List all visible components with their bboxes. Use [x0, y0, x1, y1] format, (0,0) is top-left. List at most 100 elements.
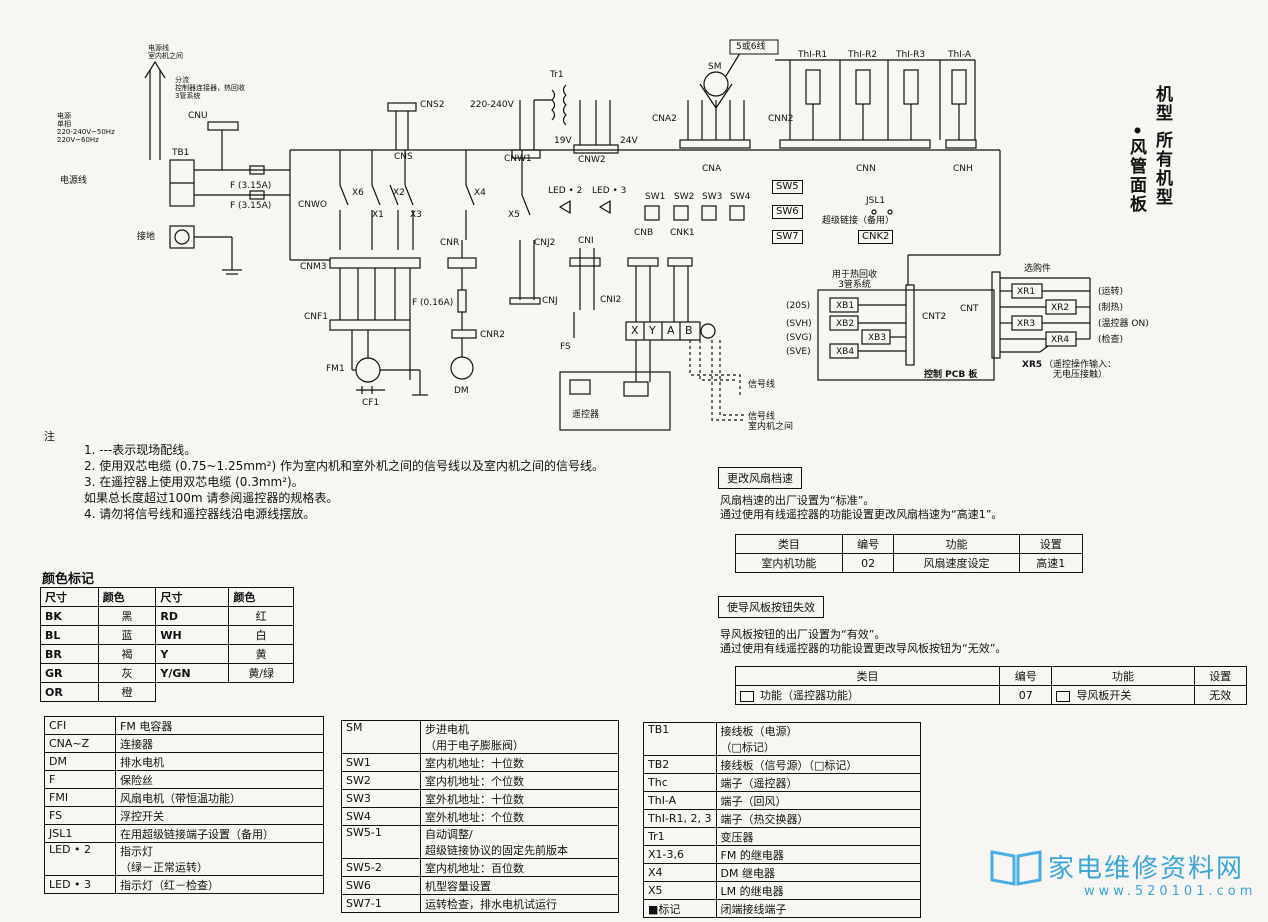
- relay-x3: X3: [410, 210, 422, 220]
- lead-count-label: 5或6线: [736, 42, 766, 52]
- code-cell: LED • 2: [44, 842, 116, 876]
- fuse-3: F (0.16A): [412, 298, 454, 308]
- color-cell: 红: [228, 606, 294, 626]
- connector-cnk2: CNK2: [858, 230, 894, 244]
- sw6-box: SW6: [772, 205, 803, 219]
- xr3-note: (温控器 ON): [1098, 319, 1149, 329]
- fan-motor-label: FM1: [326, 364, 345, 374]
- connector-cnj2: CNJ2: [534, 238, 556, 248]
- thermistor-a: ThI-A: [948, 50, 972, 60]
- louver-line1: 导风板按钮的出厂设置为“有效”。: [720, 628, 886, 641]
- desc-cell: 室内机地址：十位数: [420, 753, 619, 772]
- optional-label: 选购件: [1024, 264, 1052, 274]
- desc-cell: 连接器: [115, 734, 324, 753]
- header-cell: 类目: [735, 534, 843, 554]
- pcb-label: 控制 PCB 板: [924, 370, 978, 380]
- color-cell: 橙: [97, 682, 157, 702]
- note-item: 2. 使用双芯电缆 (0.75~1.25mm²) 作为室内机和室外机之间的信号线…: [84, 459, 604, 473]
- code-cell: BK: [40, 606, 99, 626]
- connector-tb1: TB1: [172, 148, 190, 158]
- desc-cell: FM 电容器: [115, 716, 324, 735]
- connector-cna2: CNA2: [652, 114, 677, 124]
- xb1-note: (20S): [786, 301, 811, 311]
- code-cell: SW4: [341, 807, 421, 826]
- desc-cell: 指示灯 （绿－正常运转）: [115, 842, 324, 876]
- footer-url: www.520101.com: [1084, 884, 1257, 899]
- voltage-label: 220-240V: [470, 100, 514, 110]
- xb2: XB2: [836, 319, 855, 329]
- xr5-note: （遥控操作输入： 无电压接触）: [1044, 360, 1117, 380]
- color-cell: 黑: [97, 606, 157, 626]
- code-cell: SW3: [341, 789, 421, 808]
- desc-cell: 运转检查，排水电机试运行: [420, 894, 619, 913]
- v19-label: 19V: [554, 136, 572, 146]
- sw3-label: SW3: [702, 192, 723, 202]
- desc-cell: 接线板（电源） （□标记）: [715, 722, 922, 756]
- desc-cell: 排水电机: [115, 752, 324, 771]
- code-cell: RD: [155, 606, 230, 626]
- connector-cnf1: CNF1: [304, 312, 328, 322]
- table-row: 室内机功能 02 风扇速度设定 高速1: [735, 553, 1084, 573]
- color-cell: 白: [228, 625, 294, 645]
- header-cell: 编号: [998, 666, 1053, 686]
- relay-x4: X4: [474, 188, 486, 198]
- cell: 07: [998, 685, 1053, 705]
- connector-cnm3: CNM3: [300, 262, 327, 272]
- table-row: ■标记闭端接线端子: [643, 899, 922, 918]
- xr4-note: (检查): [1098, 335, 1124, 345]
- connector-cnw2: CNW2: [578, 155, 606, 165]
- xr1-note: (运转): [1098, 287, 1124, 297]
- signal-line-indoor-label: 信号线 室内机之间: [748, 412, 794, 432]
- notes-heading: 注: [44, 430, 55, 443]
- jsl1-note: 超级链接（备用）: [822, 216, 895, 226]
- power-spec-label: 电源 单相 220-240V~50Hz 220V~60Hz: [57, 112, 115, 144]
- louver-table: 类目 编号 功能 设置 功能（遥控器功能） 07 导风板开关 无效: [735, 666, 1248, 705]
- code-cell: GR: [40, 663, 99, 683]
- xb1: XB1: [836, 301, 855, 311]
- sw1-label: SW1: [645, 192, 666, 202]
- desc-cell: LM 的继电器: [715, 881, 922, 900]
- code-cell: FMI: [44, 788, 116, 807]
- connector-cnw1: CNW1: [504, 154, 532, 164]
- code-cell: BR: [40, 644, 99, 664]
- header-cell: 编号: [841, 534, 895, 554]
- cell: 室内机功能: [735, 553, 843, 573]
- float-switch-label: FS: [560, 342, 571, 352]
- desc-cell: 步进电机 （用于电子膨胀阀）: [420, 720, 619, 754]
- desc-cell: 风扇电机（带恒温功能）: [115, 788, 324, 807]
- sw2-label: SW2: [674, 192, 695, 202]
- power-line-indoor-label: 电源线 室内机之间: [148, 44, 183, 60]
- book-logo-icon: [990, 850, 1042, 886]
- v24-label: 24V: [620, 136, 638, 146]
- desc-cell: 端子（遥控器）: [715, 773, 922, 792]
- cell: 02: [841, 553, 895, 573]
- desc-cell: 室内机地址：个位数: [420, 771, 619, 790]
- drain-motor-label: DM: [454, 386, 469, 396]
- code-cell: Y/GN: [155, 663, 230, 683]
- cell: 导风板开关: [1051, 685, 1195, 705]
- connector-cnk1: CNK1: [670, 228, 695, 238]
- panel-title: •风管面板: [1126, 125, 1146, 214]
- code-cell: BL: [40, 625, 99, 645]
- footer-brand: 家电维修资料网: [1048, 854, 1245, 884]
- terminal-b: B: [685, 324, 693, 337]
- empty-cell: [229, 683, 294, 702]
- desc-cell: 在用超级链接端子设置（备用）: [115, 824, 324, 843]
- table-row: 功能（遥控器功能） 07 导风板开关 无效: [735, 685, 1248, 705]
- louver-icon: [1056, 690, 1071, 702]
- color-cell: 黄/绿: [228, 663, 294, 683]
